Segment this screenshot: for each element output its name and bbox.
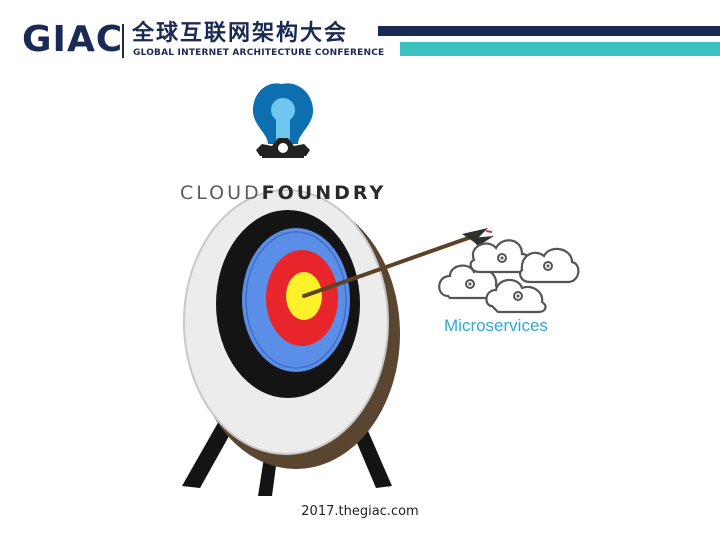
conference-title-cn: 全球互联网架构大会	[132, 21, 349, 46]
conference-title-en: GLOBAL INTERNET ARCHITECTURE CONFERENCE	[133, 48, 385, 58]
arrow	[302, 228, 494, 298]
header-band-navy	[378, 26, 720, 36]
cloud-foundry-wordmark: CLOUDFOUNDRY	[180, 180, 383, 206]
giac-logo: GIAC	[22, 19, 124, 60]
gear-teeth	[468, 256, 550, 298]
footer-url: 2017.thegiac.com	[301, 504, 419, 519]
slide-header: GIAC 全球互联网架构大会 GLOBAL INTERNET ARCHITECT…	[0, 0, 720, 70]
cloud-foundry-icon	[252, 83, 314, 158]
microservices-clouds-icon	[438, 239, 580, 314]
wordmark-cloud: CLOUD	[180, 182, 262, 204]
wordmark-foundry: FOUNDRY	[261, 182, 387, 204]
header-band-teal	[400, 42, 720, 56]
gear-icons	[465, 253, 553, 301]
logo-divider	[122, 24, 124, 58]
archery-target	[183, 189, 400, 469]
microservices-label: Microservices	[444, 316, 548, 335]
